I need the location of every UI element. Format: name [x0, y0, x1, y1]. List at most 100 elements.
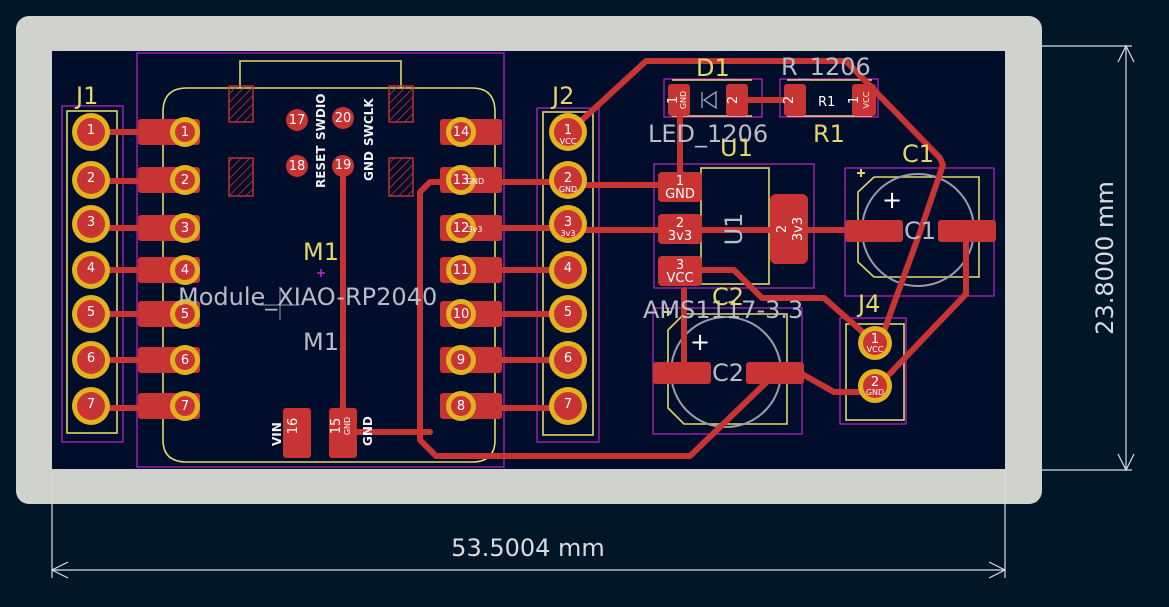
svg-text:16: 16	[286, 418, 301, 435]
svg-text:3v3: 3v3	[468, 225, 483, 234]
j2-pin-7: 7	[549, 387, 587, 425]
svg-text:4: 4	[181, 263, 189, 278]
svg-text:3: 3	[564, 215, 572, 230]
u1-fab-ref: U1	[720, 213, 748, 246]
m1-pad-6: 6	[138, 345, 200, 375]
c1-polarity-mark: +	[882, 186, 902, 214]
svg-text:VCC: VCC	[867, 345, 884, 354]
svg-text:7: 7	[87, 397, 95, 412]
c1-capacitor: + C1 C1	[845, 140, 996, 245]
svg-text:1: 1	[564, 123, 572, 138]
svg-text:5: 5	[564, 305, 572, 320]
j1-pin-4: 4	[72, 251, 110, 289]
svg-text:7: 7	[181, 399, 189, 414]
c2-pad-2	[746, 362, 804, 384]
m1-pad-11: 11	[440, 255, 502, 285]
svg-text:15: 15	[329, 418, 344, 435]
svg-text:3v3: 3v3	[791, 217, 806, 241]
u1-pad-2: 2 3v3	[658, 214, 702, 244]
svg-text:2: 2	[87, 171, 95, 186]
d1-pad-2: 2	[726, 84, 748, 116]
j1-pin-3: 3	[72, 205, 110, 243]
width-dimension-label: 53.5004 mm	[451, 534, 605, 562]
j2-pin-5: 5	[549, 295, 587, 333]
svg-text:2: 2	[871, 375, 879, 390]
m1-pad-10: 10	[440, 299, 502, 329]
svg-text:GND: GND	[466, 177, 484, 186]
svg-text:2: 2	[676, 216, 684, 231]
svg-text:1: 1	[666, 96, 681, 104]
svg-text:3: 3	[181, 221, 189, 236]
svg-text:2: 2	[775, 225, 790, 233]
d1-value-label: LED_1206	[648, 120, 768, 148]
svg-text:3: 3	[676, 258, 684, 273]
r1-ref-label: R1	[813, 120, 845, 148]
m1-pad-4: 4	[138, 255, 200, 285]
svg-text:3v3: 3v3	[668, 229, 692, 244]
svg-text:3v3: 3v3	[561, 229, 576, 238]
svg-text:20: 20	[335, 111, 352, 126]
c2-ref-label: C2	[712, 283, 744, 311]
u1-pad-1: 1 GND	[658, 172, 702, 202]
svg-text:2: 2	[564, 171, 572, 186]
svg-text:7: 7	[564, 397, 572, 412]
j1-pin-7: 7	[72, 387, 110, 425]
m1-top-pad-18: 18	[286, 155, 308, 177]
c2-polarity-mark: +	[690, 328, 710, 356]
j1-pin-1: 1	[72, 113, 110, 151]
m1-top-pad-19: 19	[332, 155, 354, 177]
svg-text:17: 17	[289, 113, 306, 128]
r1-value-label: R_1206	[781, 53, 871, 81]
j1-pin-2: 2	[72, 161, 110, 199]
j1-pin-6: 6	[72, 341, 110, 379]
m1-pad-1: 1	[138, 117, 200, 147]
c2-pad-1	[653, 362, 711, 384]
svg-text:5: 5	[181, 307, 189, 322]
m1-top-pad-20: 20	[332, 107, 354, 129]
r1-resistor: 2 1 VCC R1 R_1206 R1	[781, 53, 876, 148]
m1-pad-3: 3	[138, 213, 200, 243]
svg-text:12: 12	[453, 221, 470, 236]
m1-silk-gnd: GND	[362, 151, 376, 181]
dimension-height	[1042, 44, 1135, 472]
svg-text:6: 6	[87, 351, 95, 366]
c1-ref-label: C1	[902, 140, 934, 168]
svg-text:11: 11	[453, 263, 470, 278]
svg-text:2: 2	[181, 173, 189, 188]
m1-ref-label: M1	[303, 238, 339, 266]
svg-text:6: 6	[181, 353, 189, 368]
svg-text:1: 1	[87, 123, 95, 138]
m1-silk-reset: RESET	[314, 145, 328, 188]
svg-text:3: 3	[87, 215, 95, 230]
svg-text:GND: GND	[665, 187, 695, 202]
svg-text:4: 4	[564, 261, 572, 276]
svg-text:VCC: VCC	[560, 137, 577, 146]
d1-ref-label: D1	[696, 54, 730, 82]
m1-silk-swdio: SWDIO	[314, 93, 328, 140]
svg-text:2: 2	[782, 96, 797, 104]
d1-pad-1: 1 GND	[666, 84, 690, 116]
m1-silk-gnd-bottom: GND	[361, 416, 375, 446]
m1-bottom-pad-16: 16	[283, 408, 311, 458]
c1-pad-2	[938, 220, 996, 242]
svg-text:1: 1	[181, 125, 189, 140]
m1-fab-ref: M1	[303, 328, 339, 356]
c1-pad-1	[845, 220, 903, 242]
m1-top-pad-17: 17	[286, 109, 308, 131]
r1-pad-2: 2	[782, 84, 806, 116]
c2-capacitor: + C2 C2	[653, 283, 804, 387]
j4-pin-1: 1 VCC	[858, 326, 892, 360]
u1-value-label: AMS1117-3.3	[643, 296, 803, 324]
svg-text:14: 14	[453, 125, 470, 140]
svg-text:19: 19	[335, 158, 352, 173]
svg-text:GND: GND	[866, 388, 884, 397]
j4-pin-2: 2 GND	[858, 369, 892, 403]
m1-bottom-pad-15: 15 GND	[329, 408, 357, 458]
